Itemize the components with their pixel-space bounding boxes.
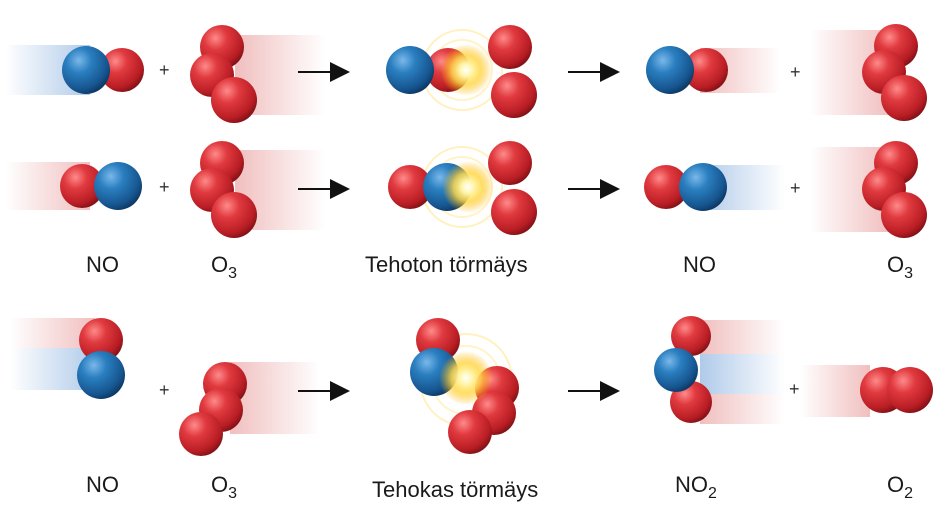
- label-no2-main: NO: [675, 472, 708, 497]
- label-o2-subscript: 2: [904, 485, 913, 502]
- label-effective-collision: Tehokas törmäys: [372, 477, 538, 502]
- label-o3-product-subscript: 3: [904, 265, 913, 282]
- row-3-no-molecule: [10, 318, 125, 399]
- plus-sign: +: [159, 177, 170, 197]
- label-o3-effective-subscript: 3: [228, 485, 237, 502]
- plus-sign: +: [789, 379, 800, 399]
- row-2-collision: [388, 141, 537, 235]
- row-1-o3-molecule: [190, 25, 325, 123]
- row-3-no2-product: [654, 316, 785, 424]
- label-no: NO: [86, 252, 119, 277]
- label-o3-product-main: O: [887, 252, 904, 277]
- row-1-no-product: [646, 46, 780, 94]
- row-3-collision: [410, 318, 519, 454]
- label-no-product: NO: [683, 252, 716, 277]
- row-3-o2-product: [800, 365, 933, 417]
- row-1-o3-product: [810, 24, 927, 121]
- plus-sign: +: [159, 60, 170, 80]
- label-o2-main: O: [887, 472, 904, 497]
- row-2-o3-molecule: [190, 141, 325, 238]
- label-o3-effective: O3: [211, 472, 237, 502]
- label-o3: O3: [211, 252, 237, 282]
- label-no2-subscript: 2: [708, 485, 717, 502]
- row-2-o3-product: [810, 141, 927, 238]
- label-o3-main: O: [211, 252, 228, 277]
- row-1-no-molecule: [5, 45, 144, 95]
- label-ineffective-collision: Tehoton törmäys: [365, 252, 528, 277]
- row-1-collision: [386, 25, 537, 118]
- plus-sign: +: [159, 380, 170, 400]
- label-o3-product: O3: [887, 252, 913, 282]
- label-no-effective: NO: [86, 472, 119, 497]
- plus-sign: +: [790, 62, 801, 82]
- label-no2: NO2: [675, 472, 717, 502]
- row-3-o3-molecule: [179, 362, 320, 456]
- row-2-no-product: [644, 163, 785, 211]
- label-o3-subscript: 3: [228, 265, 237, 282]
- label-o2: O2: [887, 472, 913, 502]
- label-o3-effective-main: O: [211, 472, 228, 497]
- plus-sign: +: [790, 178, 801, 198]
- row-2-no-molecule: [5, 162, 142, 210]
